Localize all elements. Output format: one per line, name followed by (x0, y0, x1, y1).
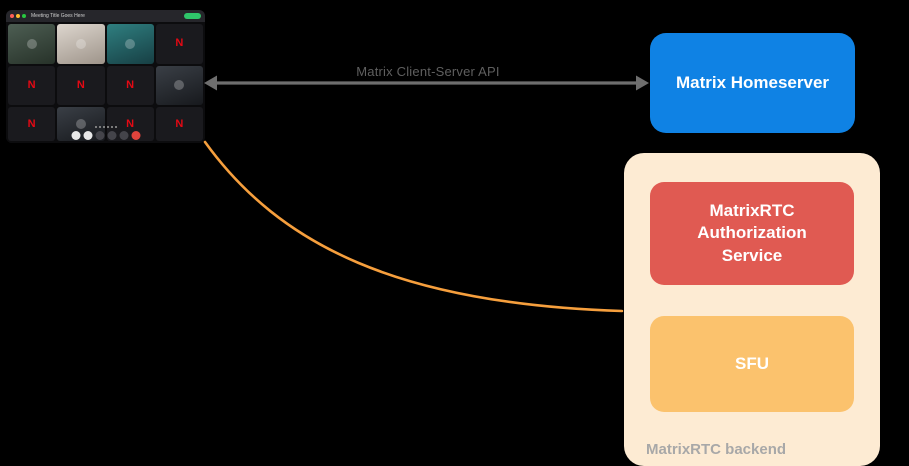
person-avatar (26, 38, 37, 49)
video-tile-person (57, 107, 105, 141)
page-dot-icon (98, 126, 101, 128)
netflix-n-icon: N (126, 78, 135, 91)
video-tile-person (155, 65, 203, 106)
video-tile-netflix: N (8, 107, 56, 141)
person-avatar (75, 119, 86, 130)
video-tile-netflix: N (106, 65, 154, 106)
call-control-bar (71, 131, 140, 140)
sfu-node: SFU (650, 316, 854, 412)
person-avatar (125, 38, 136, 49)
page-dots (94, 126, 117, 128)
matrixrtc-authorization-service-node: MatrixRTC Authorization Service (650, 182, 854, 285)
client-server-arrowhead-left (204, 75, 217, 91)
netflix-n-icon: N (27, 117, 36, 130)
traffic-light-close-icon (10, 14, 14, 18)
netflix-n-icon: N (126, 117, 135, 130)
traffic-light-minimize-icon (16, 14, 20, 18)
client-server-api-label: Matrix Client-Server API (356, 64, 500, 79)
raise-hand-button-icon (107, 131, 116, 140)
video-call-screenshot: Meeting Title Goes Here N N N N N N N (6, 10, 205, 143)
page-dot-icon (94, 126, 97, 128)
person-avatar (75, 38, 86, 49)
person-avatar (174, 80, 185, 91)
mic-button-icon (71, 131, 80, 140)
green-pill-button (184, 13, 201, 19)
page-dot-icon (102, 126, 105, 128)
traffic-light-zoom-icon (22, 14, 26, 18)
video-tile-netflix: N (155, 107, 203, 141)
sfu-connection-curve (203, 140, 624, 313)
client-server-arrowhead-right (636, 75, 649, 91)
video-tile-netflix: N (57, 65, 105, 106)
video-tile-grid: N N N N N N N (6, 22, 205, 143)
camera-button-icon (83, 131, 92, 140)
netflix-n-icon: N (27, 78, 36, 91)
video-tile-person (8, 24, 56, 64)
screenshare-button-icon (95, 131, 104, 140)
matrixrtc-backend-group: MatrixRTC Authorization Service SFU Matr… (624, 153, 880, 466)
matrixrtc-backend-label: MatrixRTC backend (646, 441, 787, 458)
hangup-button-icon (131, 131, 140, 140)
netflix-n-icon: N (175, 37, 184, 50)
video-tile-person (106, 24, 154, 64)
netflix-n-icon: N (76, 78, 85, 91)
page-dot-icon (114, 126, 117, 128)
meeting-title: Meeting Title Goes Here (31, 13, 85, 19)
page-dot-icon (110, 126, 113, 128)
more-options-button-icon (119, 131, 128, 140)
video-tile-netflix: N (155, 24, 203, 64)
matrix-homeserver-node: Matrix Homeserver (650, 33, 855, 133)
window-titlebar: Meeting Title Goes Here (6, 10, 205, 22)
netflix-n-icon: N (175, 117, 184, 130)
page-dot-icon (106, 126, 109, 128)
video-tile-person (57, 24, 105, 64)
video-tile-netflix: N (8, 65, 56, 106)
